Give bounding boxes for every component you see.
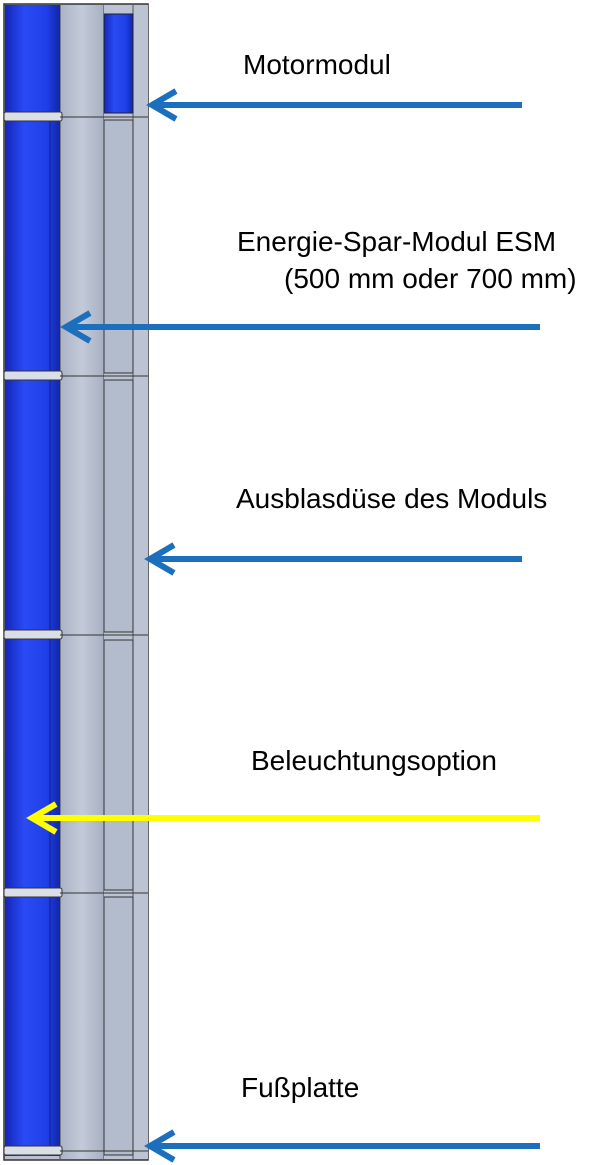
column [3,3,149,1161]
arrow-nozzle [144,542,522,576]
arrow-base [144,1129,540,1163]
label-base: Fußplatte [241,1072,360,1103]
grey-channel [60,5,104,1159]
label-esm-line2: (500 mm oder 700 mm) [284,263,577,294]
label-lighting: Beleuchtungsoption [251,745,497,776]
module-panels [103,119,134,1156]
blue-panels [5,120,60,1156]
label-nozzle: Ausblasdüse des Moduls [236,483,548,514]
arrow-motor [146,88,522,122]
motor-module [5,5,134,114]
arrow-esm [60,310,540,344]
separator-rings [3,111,148,1156]
label-motor-module: Motormodul [243,49,391,80]
arrow-lighting [26,801,540,835]
label-esm-line1: Energie-Spar-Modul ESM [237,226,557,257]
